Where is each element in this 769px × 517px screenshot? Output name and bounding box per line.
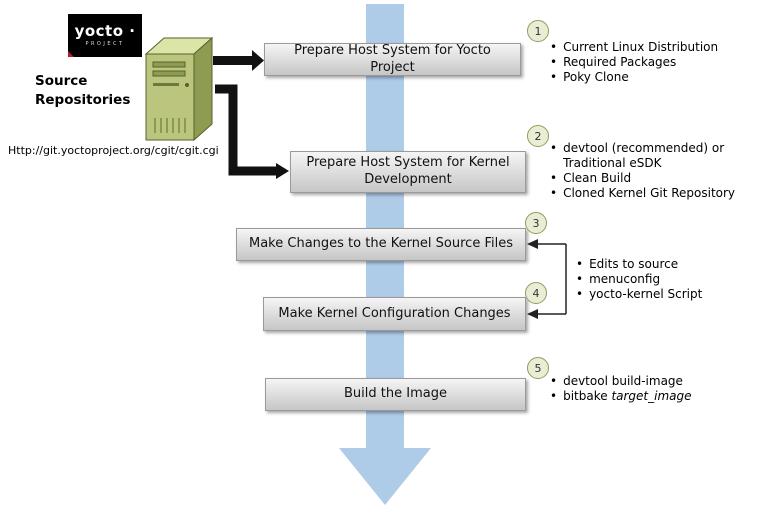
repository-url: Http://git.yoctoproject.org/cgit/cgit.cg… <box>8 144 219 157</box>
step-box-build-image: Build the Image <box>265 378 526 411</box>
bullet-text: Current Linux Distribution <box>563 40 719 54</box>
step-number-5: 5 <box>527 357 549 379</box>
bullet-item: Poky Clone <box>550 70 718 85</box>
source-repositories-label: Source Repositories <box>35 73 131 108</box>
bullet-item: menuconfig <box>576 272 702 287</box>
yocto-logo-tagline: PROJECT <box>85 41 125 47</box>
bullet-text: devtool build-image <box>563 374 683 388</box>
bullet-text: Required Packages <box>563 55 677 69</box>
step-box-make-config-changes: Make Kernel Configuration Changes <box>263 297 526 331</box>
bullet-text: Edits to source <box>589 257 679 271</box>
bullet-item: Current Linux Distribution <box>550 40 718 55</box>
bullet-text: devtool (recommended) or Traditional eSD… <box>563 141 725 170</box>
main-flow-arrow <box>339 4 431 505</box>
yocto-logo: yocto · PROJECT <box>68 14 142 57</box>
step2-bullets: devtool (recommended) or Traditional eSD… <box>550 141 735 201</box>
arrow-to-step1 <box>213 50 264 71</box>
bullet-item: Clean Build <box>550 171 735 186</box>
steps3-4-shared-bullets: Edits to source menuconfig yocto-kernel … <box>576 257 702 302</box>
bullet-text: menuconfig <box>589 272 661 286</box>
step-number-4: 4 <box>525 282 547 304</box>
arrow-to-step2 <box>215 84 289 179</box>
bullet-text: yocto-kernel Script <box>589 287 703 301</box>
step1-bullets: Current Linux Distribution Required Pack… <box>550 40 718 85</box>
bullet-text: bitbake target_image <box>563 389 691 404</box>
server-icon <box>144 36 214 142</box>
bullet-item: Required Packages <box>550 55 718 70</box>
step-box-make-source-changes: Make Changes to the Kernel Source Files <box>236 228 526 261</box>
bullet-text-italic: target_image <box>611 389 692 403</box>
step-box-prepare-host-kernel: Prepare Host System for Kernel Developme… <box>290 151 526 193</box>
bullet-item: yocto-kernel Script <box>576 287 702 302</box>
step-number-1: 1 <box>527 20 549 42</box>
bullet-item: Cloned Kernel Git Repository <box>550 186 735 201</box>
bullet-item: devtool build-image <box>550 374 692 389</box>
step-number-2: 2 <box>527 125 549 147</box>
bullet-item: Edits to source <box>576 257 702 272</box>
step-box-prepare-host-yocto: Prepare Host System for Yocto Project <box>264 43 521 76</box>
bullet-item: devtool (recommended) or Traditional eSD… <box>550 141 735 171</box>
bullet-text: Clean Build <box>563 171 632 185</box>
yocto-logo-text: yocto · <box>74 22 136 40</box>
step-number-3: 3 <box>525 212 547 234</box>
bullet-text: Cloned Kernel Git Repository <box>563 186 736 200</box>
bullet-text-prefix: bitbake <box>563 389 612 403</box>
step5-bullets: devtool build-image bitbake target_image <box>550 374 692 404</box>
bullet-item: bitbake target_image <box>550 389 691 404</box>
shared-bullets-connector <box>527 239 567 319</box>
bullet-text: Poky Clone <box>563 70 629 84</box>
